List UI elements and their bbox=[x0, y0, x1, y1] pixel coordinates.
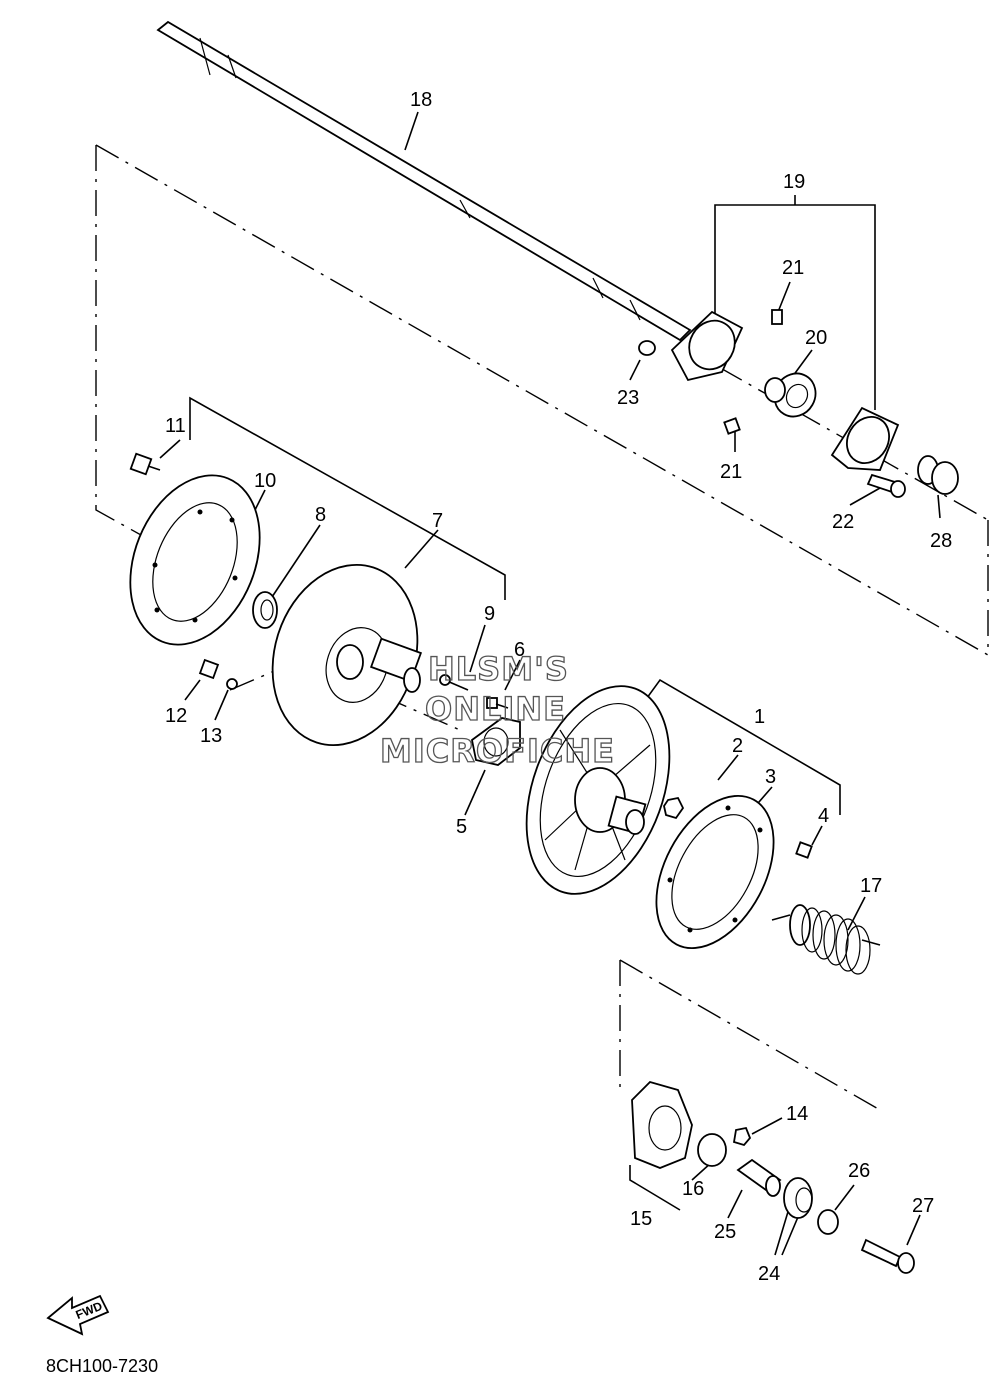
bushing-set bbox=[917, 455, 959, 495]
watermark-line-1: HLSM'S bbox=[428, 650, 569, 688]
callout-11: 11 bbox=[165, 415, 186, 437]
callout-26: 26 bbox=[848, 1160, 870, 1182]
callout-21-upper: 21 bbox=[782, 257, 804, 279]
watermark-line-2: ONLINE bbox=[425, 690, 566, 728]
friction-plate bbox=[129, 474, 261, 646]
callout-24: 24 bbox=[758, 1263, 780, 1285]
callout-23: 23 bbox=[617, 387, 639, 409]
callout-25: 25 bbox=[714, 1221, 736, 1243]
callout-16: 16 bbox=[682, 1178, 704, 1200]
callout-10: 10 bbox=[254, 470, 276, 492]
callout-3: 3 bbox=[765, 766, 776, 788]
callout-14: 14 bbox=[786, 1103, 808, 1125]
watermark-line-3: MICROFICHE bbox=[380, 732, 615, 770]
cover-plate bbox=[471, 717, 521, 766]
nut bbox=[638, 340, 656, 356]
callout-4: 4 bbox=[818, 805, 829, 827]
watermark: HLSM'S ONLINE MICROFICHE bbox=[379, 649, 615, 770]
callout-8: 8 bbox=[315, 504, 326, 526]
bolt bbox=[866, 473, 906, 498]
callout-1: 1 bbox=[754, 706, 765, 728]
nut bbox=[732, 1126, 752, 1147]
weight-roller bbox=[783, 1177, 813, 1219]
bearing-flange-rear bbox=[830, 406, 900, 471]
bolt bbox=[198, 658, 220, 680]
nut bbox=[663, 796, 685, 820]
leader-lines bbox=[159, 111, 941, 1256]
bolt bbox=[860, 1238, 915, 1274]
callout-18: 18 bbox=[410, 89, 432, 111]
collar bbox=[736, 1158, 782, 1197]
callout-12: 12 bbox=[165, 705, 187, 727]
bearing-flange-front bbox=[670, 310, 744, 382]
set-screw bbox=[771, 309, 783, 325]
set-screw bbox=[723, 417, 741, 435]
spring bbox=[771, 904, 881, 975]
drawing-code: 8CH100-7230 bbox=[46, 1356, 158, 1376]
callout-7: 7 bbox=[432, 510, 443, 532]
callout-5: 5 bbox=[456, 816, 467, 838]
callout-15: 15 bbox=[630, 1208, 652, 1230]
bushing bbox=[697, 1133, 727, 1167]
callout-9: 9 bbox=[484, 603, 495, 625]
callout-2: 2 bbox=[732, 735, 743, 757]
callout-13: 13 bbox=[200, 725, 222, 747]
bolt bbox=[129, 452, 161, 476]
callout-19: 19 bbox=[783, 171, 805, 193]
callout-21-lower: 21 bbox=[720, 461, 742, 483]
cam-housing bbox=[631, 1080, 693, 1169]
sliding-sheave bbox=[271, 563, 423, 747]
bearing bbox=[764, 372, 817, 418]
callout-28: 28 bbox=[930, 530, 952, 552]
fixed-sheave bbox=[525, 685, 671, 895]
bushing bbox=[252, 591, 278, 629]
friction-ring bbox=[655, 794, 775, 950]
callout-20: 20 bbox=[805, 327, 827, 349]
callout-27: 27 bbox=[912, 1195, 934, 1217]
drive-shaft bbox=[156, 20, 692, 342]
callout-6: 6 bbox=[514, 639, 525, 661]
washer bbox=[817, 1209, 839, 1235]
bolt bbox=[486, 697, 509, 709]
bolt bbox=[439, 674, 469, 691]
washer bbox=[226, 678, 238, 690]
assembly-boundary-lines bbox=[95, 144, 989, 1111]
callout-17: 17 bbox=[860, 875, 882, 897]
callout-22: 22 bbox=[832, 511, 854, 533]
forward-direction-arrow: FWD bbox=[46, 1294, 110, 1336]
screw bbox=[795, 841, 813, 859]
callout-labels: 1 2 3 4 5 6 7 8 9 10 11 12 13 14 15 16 1… bbox=[165, 89, 952, 1285]
